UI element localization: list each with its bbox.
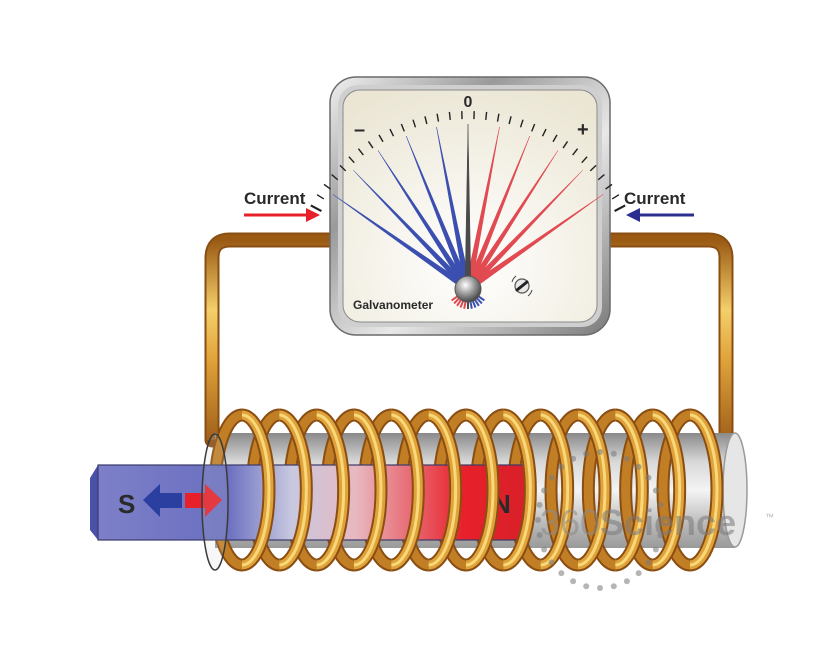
- galvanometer-needles: [332, 123, 604, 309]
- current-left-label: Current: [244, 189, 306, 208]
- arrow-right-icon: [185, 484, 222, 517]
- scale-tick: [605, 183, 613, 190]
- watermark-number: 360: [540, 502, 600, 543]
- scale-tick: [541, 128, 547, 137]
- scale-tick: [357, 148, 364, 156]
- scale-tick: [611, 194, 620, 200]
- watermark-tm: ™: [765, 512, 774, 522]
- scale-tick: [531, 123, 536, 132]
- scale-tick: [331, 174, 339, 181]
- scale-tick: [367, 141, 374, 149]
- scale-minus-label: –: [354, 119, 365, 141]
- scale-tick: [519, 119, 524, 128]
- scale-tick: [552, 134, 558, 143]
- scale-tick: [400, 123, 405, 132]
- scale-tick: [412, 119, 417, 128]
- scale-tick: [310, 204, 322, 213]
- scale-plus-label: +: [577, 119, 589, 141]
- scale-tick: [378, 134, 384, 143]
- scale-tick: [389, 128, 395, 137]
- south-pole-label: S: [118, 489, 135, 519]
- needle-pivot: [454, 275, 482, 303]
- current-arrow-left-icon: [626, 208, 640, 222]
- scale-tick: [572, 148, 579, 156]
- scale-tick: [348, 156, 355, 164]
- scale-tick: [597, 174, 605, 181]
- current-arrow-right-icon: [306, 208, 320, 222]
- galvanometer: 0 – + Galvanometer: [310, 76, 626, 336]
- scale-tick: [339, 164, 347, 172]
- galvanometer-label: Galvanometer: [353, 298, 433, 312]
- current-indicator-left: Current: [244, 189, 320, 222]
- scale-tick: [316, 194, 325, 200]
- circuit-wire: [204, 232, 734, 448]
- scale-zero-label: 0: [464, 94, 473, 111]
- scale-tick: [614, 204, 626, 213]
- zero-adjust-screw-icon[interactable]: [511, 275, 533, 297]
- watermark-360science: 360 Science ™: [535, 449, 774, 591]
- scale-tick: [323, 183, 331, 190]
- current-indicator-right: Current: [624, 189, 694, 222]
- scale-tick: [581, 156, 588, 164]
- tube-opening: [201, 433, 229, 571]
- current-right-label: Current: [624, 189, 686, 208]
- scale-tick: [448, 111, 451, 121]
- scale-tick: [508, 116, 512, 125]
- scale-tick: [485, 111, 488, 121]
- coil-front: [241, 408, 724, 572]
- scale-tick: [496, 113, 500, 122]
- galvanometer-scale: [310, 111, 626, 213]
- arrow-left-icon: [143, 484, 182, 517]
- scale-tick: [436, 113, 440, 122]
- scale-tick: [589, 164, 597, 172]
- scale-tick: [562, 141, 569, 149]
- scale-tick: [424, 116, 428, 125]
- watermark-word: Science: [600, 502, 736, 543]
